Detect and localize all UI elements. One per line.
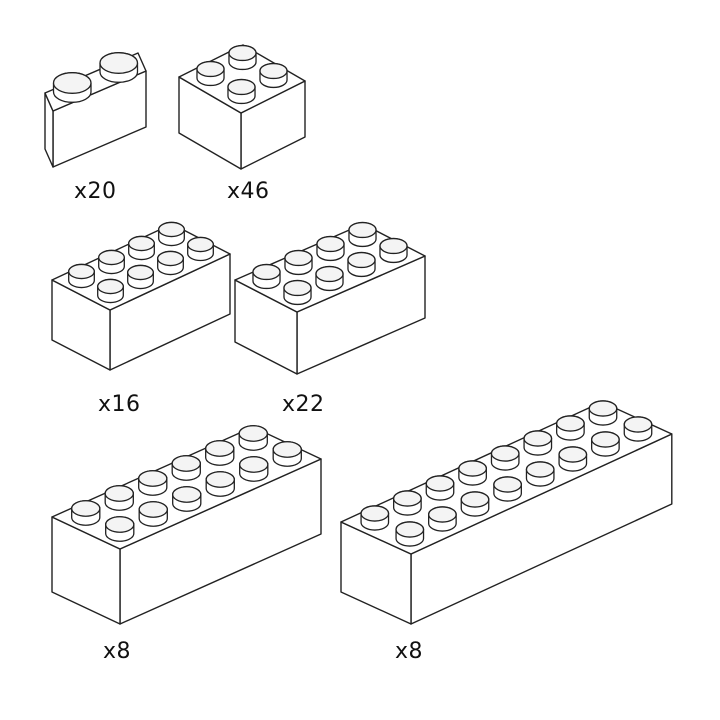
stud — [393, 490, 422, 516]
stud — [99, 52, 139, 83]
stud — [196, 60, 225, 87]
brick-2x4-icon — [51, 221, 231, 371]
stud — [105, 516, 135, 542]
brick-2x4-icon — [234, 221, 426, 375]
stud — [98, 249, 125, 275]
stud — [493, 476, 522, 502]
stud — [588, 400, 618, 426]
stud — [558, 446, 588, 472]
stud — [591, 431, 620, 457]
stud — [490, 445, 520, 471]
stud — [157, 250, 184, 276]
stud — [348, 221, 377, 248]
stud — [97, 278, 124, 304]
stud — [205, 440, 235, 466]
stud — [68, 263, 95, 289]
stud — [458, 460, 487, 486]
stud — [138, 501, 168, 527]
quantity-label-brick-2x6: x8 — [103, 639, 132, 664]
stud — [556, 415, 585, 441]
stud — [360, 505, 390, 531]
stud — [104, 485, 134, 511]
stud — [171, 455, 201, 481]
quantity-label-brick-2x4-a: x16 — [98, 392, 141, 417]
stud — [283, 279, 312, 306]
stud — [460, 491, 490, 517]
stud — [228, 44, 257, 71]
stud — [128, 235, 155, 261]
stud — [347, 251, 376, 278]
stud — [315, 265, 344, 292]
quantity-label-brick-2x4-b: x22 — [282, 392, 325, 417]
stud — [316, 235, 345, 262]
stud — [425, 475, 455, 501]
stud — [395, 521, 425, 547]
stud — [239, 456, 269, 482]
stud — [523, 430, 553, 456]
quantity-label-brick-1x2: x20 — [74, 179, 117, 204]
quantity-label-brick-2x8: x8 — [395, 639, 424, 664]
stud — [272, 441, 302, 467]
stud — [428, 506, 457, 532]
brick-2x8-icon — [340, 400, 673, 625]
stud — [252, 263, 281, 290]
stud — [71, 500, 101, 526]
stud — [259, 62, 288, 89]
stud — [138, 470, 168, 496]
stud — [525, 461, 555, 487]
stud — [158, 221, 185, 247]
stud — [205, 471, 235, 497]
stud — [227, 78, 256, 105]
stud — [127, 264, 154, 290]
quantity-label-brick-2x2: x46 — [227, 179, 270, 204]
stud — [284, 249, 313, 276]
stud — [187, 236, 214, 262]
stud — [623, 416, 653, 442]
stud — [238, 425, 268, 451]
brick-1x2-icon — [44, 52, 147, 168]
brick-2x6-icon — [51, 425, 322, 625]
stud — [379, 237, 408, 264]
stud — [172, 486, 202, 512]
brick-2x2-icon — [178, 44, 306, 170]
stud — [52, 72, 92, 103]
